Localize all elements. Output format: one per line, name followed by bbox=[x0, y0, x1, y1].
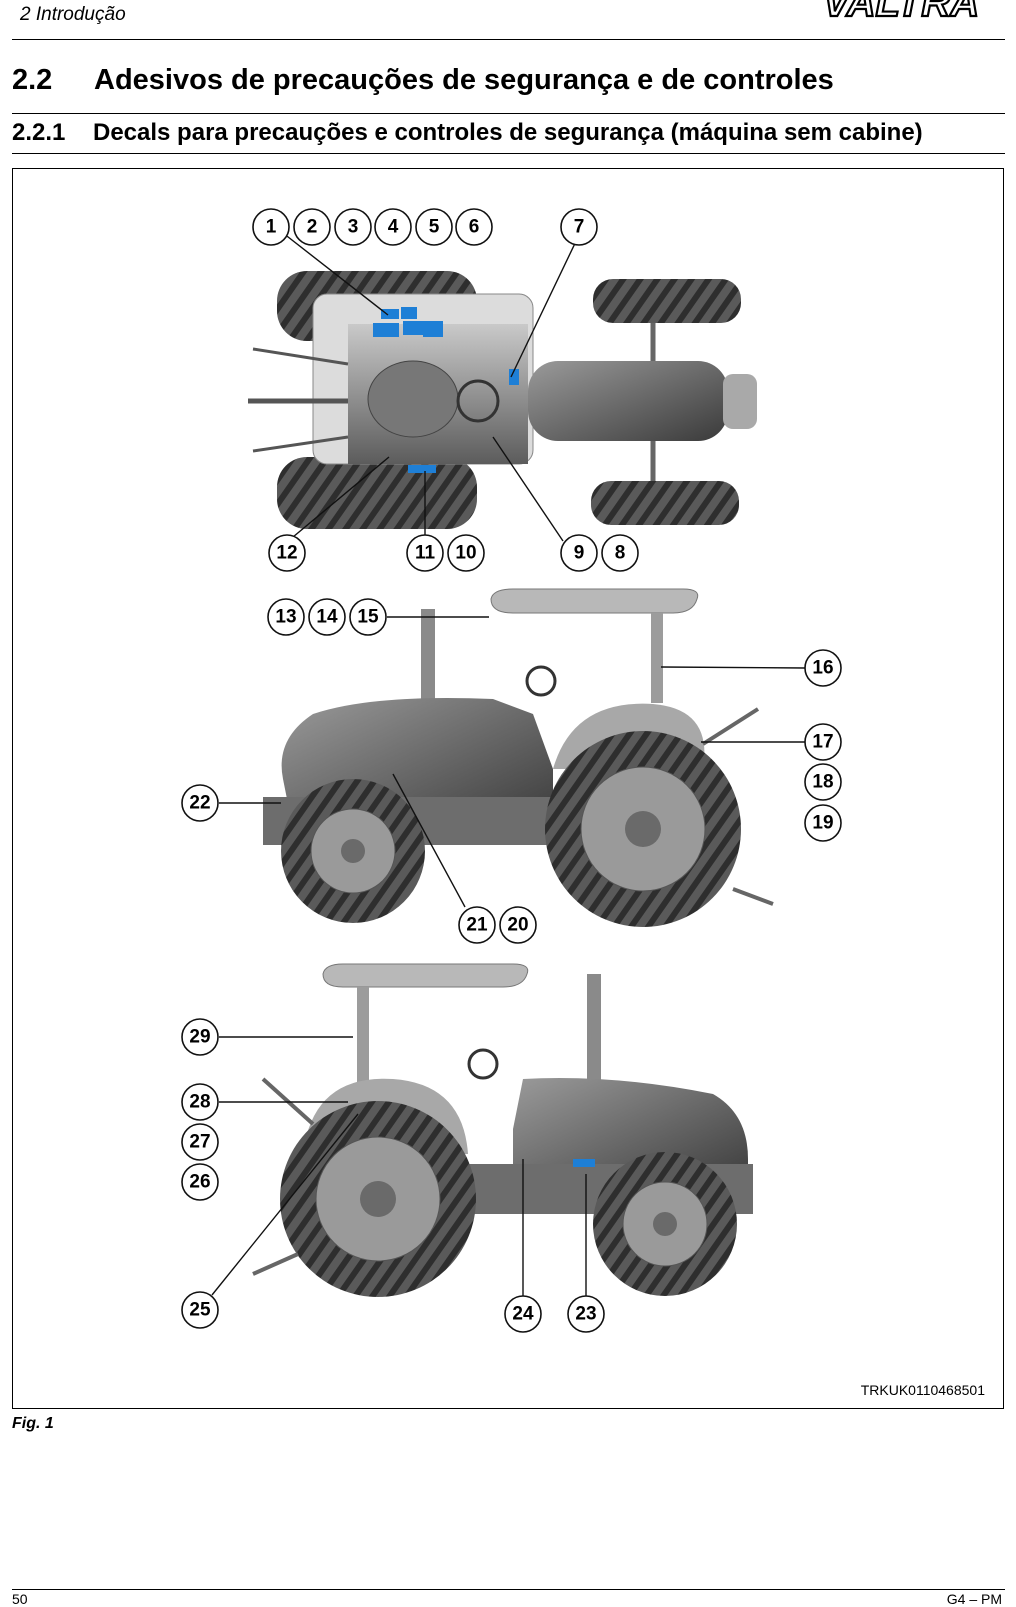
running-head-chapter: 2 Introdução bbox=[20, 4, 126, 25]
engine-hood-top bbox=[528, 361, 728, 441]
callout-3: 3 bbox=[334, 208, 372, 246]
exhaust-pipe-left bbox=[421, 609, 435, 709]
svg-text:11: 11 bbox=[415, 543, 436, 564]
callout-28: 28 bbox=[181, 1083, 219, 1121]
svg-text:3: 3 bbox=[348, 217, 359, 238]
section-number: 2.2 bbox=[12, 64, 53, 96]
svg-text:29: 29 bbox=[189, 1027, 210, 1048]
svg-text:28: 28 bbox=[189, 1092, 210, 1113]
leader-lines bbox=[211, 232, 806, 1297]
callout-8: 8 bbox=[601, 534, 639, 572]
svg-text:6: 6 bbox=[469, 217, 480, 238]
decal-dash bbox=[509, 369, 519, 385]
front-tire-bottom bbox=[591, 481, 739, 525]
svg-text:13: 13 bbox=[275, 607, 296, 628]
front-weight bbox=[723, 374, 757, 429]
steering-wheel bbox=[456, 379, 500, 423]
callout-4: 4 bbox=[374, 208, 412, 246]
callout-11: 11 bbox=[406, 534, 444, 572]
figure-caption: Fig. 1 bbox=[12, 1415, 54, 1432]
svg-text:22: 22 bbox=[189, 793, 210, 814]
svg-text:8: 8 bbox=[615, 543, 626, 564]
svg-text:27: 27 bbox=[189, 1132, 210, 1153]
callout-5: 5 bbox=[415, 208, 453, 246]
decal-fender-5 bbox=[423, 321, 443, 337]
svg-text:2: 2 bbox=[307, 217, 318, 238]
callout-6: 6 bbox=[455, 208, 493, 246]
svg-text:21: 21 bbox=[466, 915, 488, 936]
subsection-title: Decals para precauções e controles de se… bbox=[93, 119, 923, 146]
svg-text:24: 24 bbox=[512, 1304, 534, 1325]
svg-text:16: 16 bbox=[812, 658, 833, 679]
callout-16: 16 bbox=[804, 649, 842, 687]
svg-text:15: 15 bbox=[357, 607, 379, 628]
valtra-logo: VALTRA bbox=[822, 0, 980, 22]
tractor-decal-diagram: 1 2 3 4 5 6 7 12 11 10 9 8 13 14 15 16 1… bbox=[181, 208, 842, 1333]
brand-wordmark: VALTRA bbox=[823, 0, 979, 22]
subsection-heading: 2.2.1 Decals para precauções e controles … bbox=[12, 119, 923, 147]
svg-text:4: 4 bbox=[388, 217, 399, 238]
svg-text:1: 1 bbox=[266, 217, 277, 238]
callout-12: 12 bbox=[268, 534, 306, 572]
rops-canopy-left bbox=[490, 588, 699, 614]
page-number: 50 bbox=[12, 1591, 28, 1607]
callout-2: 2 bbox=[293, 208, 331, 246]
callout-19: 19 bbox=[804, 804, 842, 842]
rops-canopy-right bbox=[322, 963, 529, 988]
decal-fender-lower bbox=[408, 465, 436, 473]
section-heading: 2.2 Adesivos de precauções de segurança e… bbox=[12, 64, 834, 97]
svg-text:17: 17 bbox=[812, 732, 833, 753]
callout-29: 29 bbox=[181, 1018, 219, 1056]
section-rule bbox=[12, 113, 1005, 114]
footer-rule bbox=[12, 1589, 1005, 1590]
svg-text:26: 26 bbox=[189, 1172, 210, 1193]
callout-10: 10 bbox=[447, 534, 485, 572]
decal-fender-1 bbox=[381, 309, 399, 319]
header-rule bbox=[12, 39, 1005, 40]
section-title: Adesivos de precauções de segurança e de… bbox=[94, 64, 834, 96]
callout-9: 9 bbox=[560, 534, 598, 572]
decal-side bbox=[573, 1159, 595, 1167]
decal-fender-3 bbox=[373, 323, 399, 337]
svg-text:5: 5 bbox=[429, 217, 440, 238]
callout-1: 1 bbox=[252, 208, 290, 246]
rear-tire-bottom bbox=[277, 457, 477, 529]
subsection-rule bbox=[12, 153, 1005, 154]
svg-text:12: 12 bbox=[276, 543, 297, 564]
callout-22: 22 bbox=[181, 784, 219, 822]
footer-document-code: G4 – PM bbox=[946, 1591, 1002, 1607]
callout-21: 21 bbox=[458, 906, 496, 944]
callout-25: 25 bbox=[181, 1291, 219, 1329]
callout-13: 13 bbox=[267, 598, 305, 636]
decal-fender-4 bbox=[403, 321, 423, 335]
svg-text:18: 18 bbox=[812, 772, 833, 793]
callout-17: 17 bbox=[804, 723, 842, 761]
front-tire-top bbox=[593, 279, 741, 323]
top-view bbox=[248, 271, 757, 529]
callout-26: 26 bbox=[181, 1163, 219, 1201]
callout-15: 15 bbox=[349, 598, 387, 636]
right-side-view bbox=[252, 963, 753, 1297]
left-side-view bbox=[263, 588, 774, 927]
callout-23: 23 bbox=[567, 1295, 605, 1333]
subsection-number: 2.2.1 bbox=[12, 119, 66, 146]
svg-text:7: 7 bbox=[574, 217, 585, 238]
callout-24: 24 bbox=[504, 1295, 542, 1333]
svg-text:23: 23 bbox=[575, 1304, 596, 1325]
svg-text:19: 19 bbox=[812, 813, 833, 834]
callout-14: 14 bbox=[308, 598, 346, 636]
svg-text:14: 14 bbox=[316, 607, 338, 628]
operator-seat bbox=[367, 360, 459, 438]
decal-fender-2 bbox=[401, 307, 417, 319]
figure-frame: 1 2 3 4 5 6 7 12 11 10 9 8 13 14 15 16 1… bbox=[12, 168, 1004, 1409]
svg-text:9: 9 bbox=[574, 543, 585, 564]
figure-reference-code: TRKUK0110468501 bbox=[860, 1382, 985, 1398]
callout-18: 18 bbox=[804, 763, 842, 801]
callout-27: 27 bbox=[181, 1123, 219, 1161]
svg-text:20: 20 bbox=[507, 915, 528, 936]
svg-text:25: 25 bbox=[189, 1300, 211, 1321]
svg-text:10: 10 bbox=[455, 543, 476, 564]
callout-20: 20 bbox=[499, 906, 537, 944]
callout-7: 7 bbox=[560, 208, 598, 246]
